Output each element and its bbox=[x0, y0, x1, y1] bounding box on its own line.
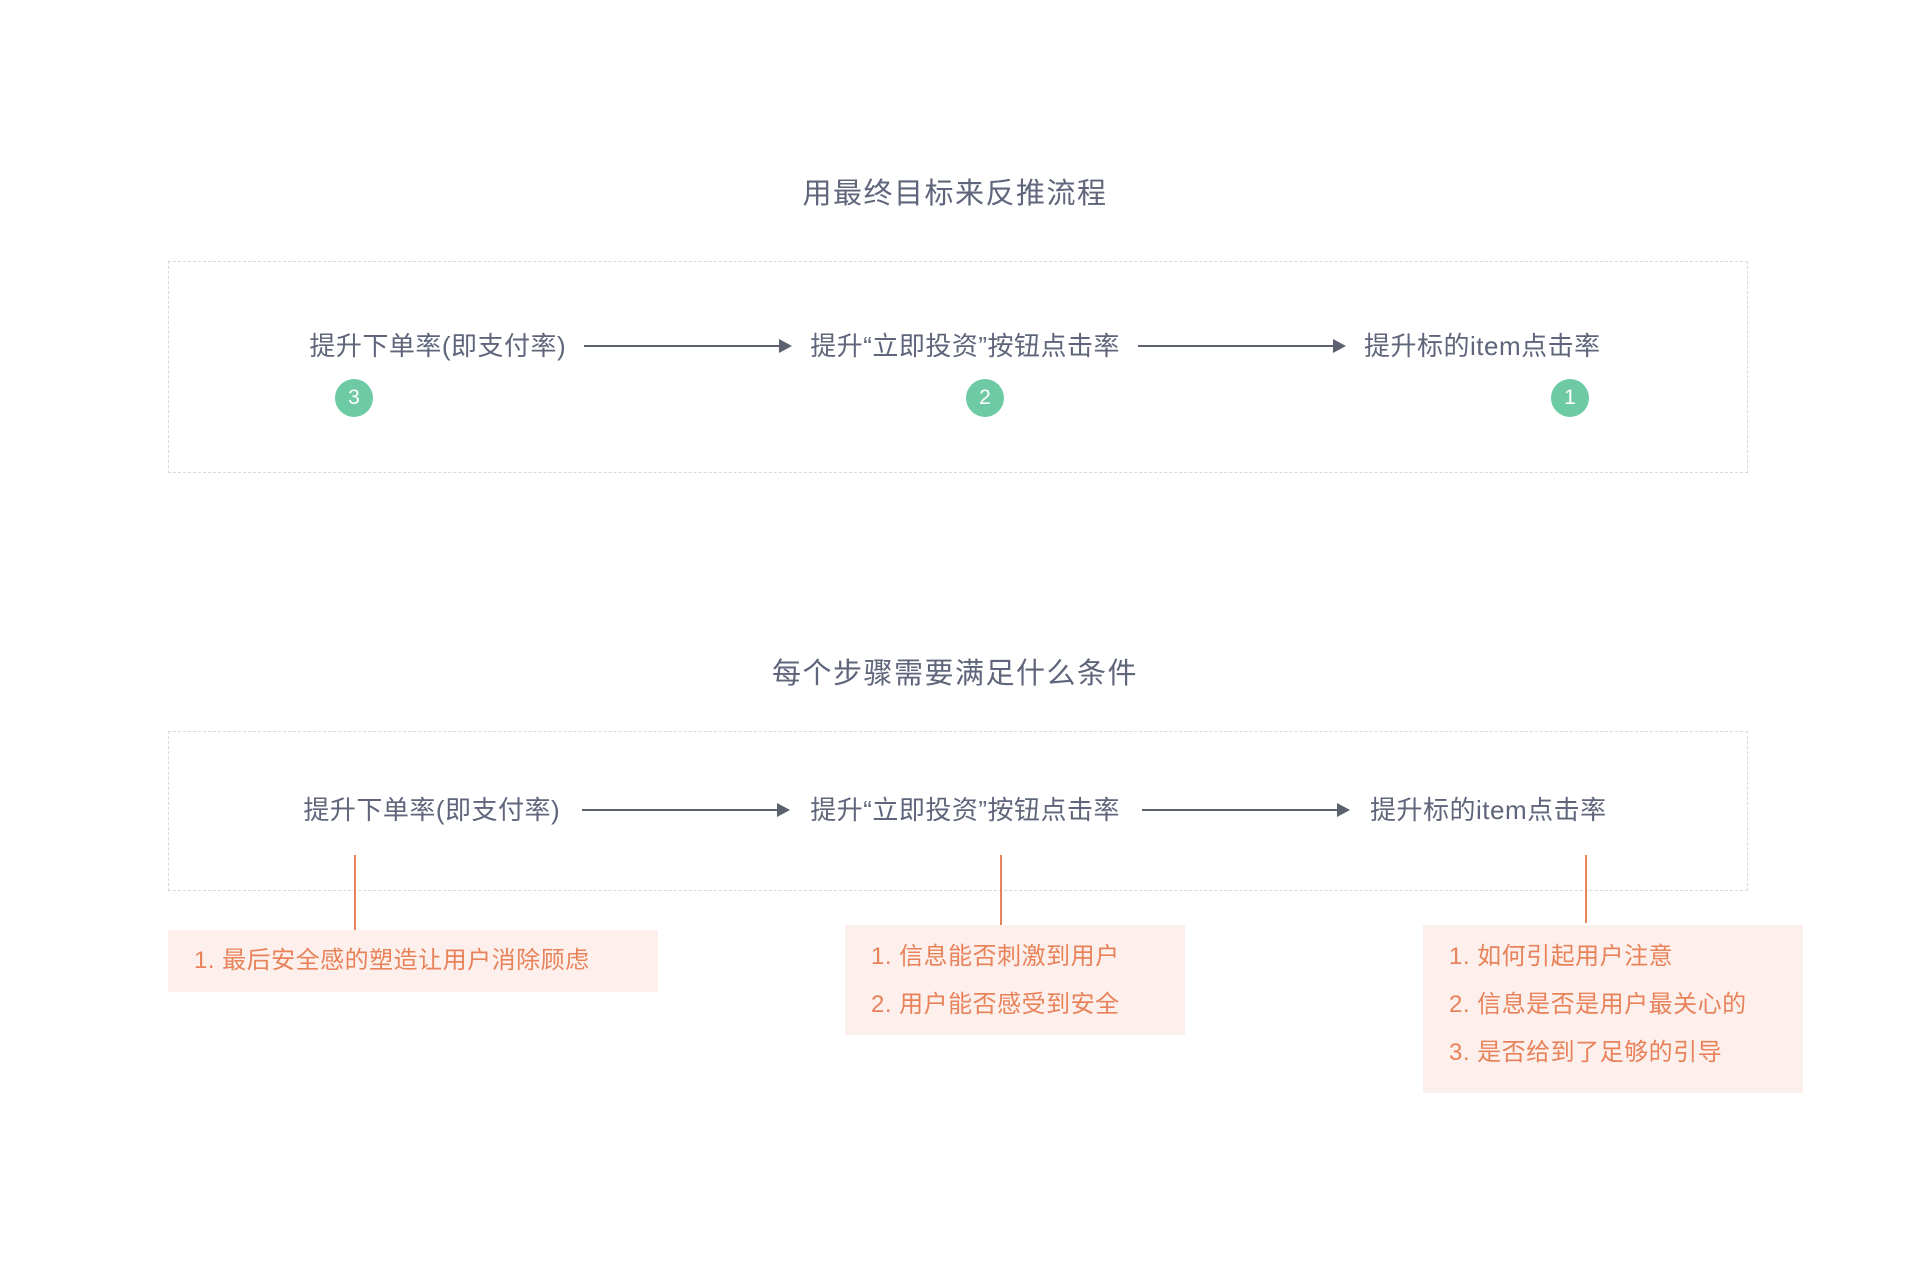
condition-item: 3. 是否给到了足够的引导 bbox=[1449, 1039, 1723, 1066]
condition-box-1: 1. 最后安全感的塑造让用户消除顾虑 bbox=[168, 930, 658, 992]
condition-box-3: 1. 如何引起用户注意 2. 信息是否是用户最关心的 3. 是否给到了足够的引导 bbox=[1423, 925, 1803, 1093]
flow-node-label-invest-button-2: 提升“立即投资”按钮点击率 bbox=[810, 795, 1121, 825]
condition-item: 1. 最后安全感的塑造让用户消除顾虑 bbox=[194, 947, 590, 974]
flow-node-label-item-click-2: 提升标的item点击率 bbox=[1370, 795, 1607, 825]
condition-item: 2. 信息是否是用户最关心的 bbox=[1449, 991, 1747, 1018]
section-title-step-conditions: 每个步骤需要满足什么条件 bbox=[771, 658, 1138, 690]
arrow-shaft bbox=[584, 345, 781, 347]
condition-item: 1. 信息能否刺激到用户 bbox=[871, 943, 1120, 970]
arrow-head bbox=[779, 339, 793, 353]
flow-node-label-item-click: 提升标的item点击率 bbox=[1364, 331, 1601, 361]
condition-item: 1. 如何引起用户注意 bbox=[1449, 943, 1674, 970]
section-title-goal-backtrack: 用最终目标来反推流程 bbox=[802, 178, 1108, 210]
connector-line-condition-1 bbox=[354, 855, 356, 930]
condition-box-2: 1. 信息能否刺激到用户 2. 用户能否感受到安全 bbox=[845, 925, 1185, 1035]
arrow-head bbox=[1337, 803, 1351, 817]
arrow-head bbox=[777, 803, 791, 817]
flow-container-secondary bbox=[168, 731, 1748, 891]
step-badge-1: 1 bbox=[1551, 379, 1589, 417]
arrow-right-icon bbox=[582, 800, 791, 820]
connector-line-condition-3 bbox=[1585, 855, 1587, 923]
arrow-shaft bbox=[582, 809, 779, 811]
arrow-right-icon bbox=[1142, 800, 1351, 820]
flow-container-primary bbox=[168, 261, 1748, 473]
arrow-shaft bbox=[1138, 345, 1335, 347]
arrow-head bbox=[1333, 339, 1347, 353]
flow-row-secondary: 提升下单率(即支付率) 提升“立即投资”按钮点击率 提升标的item点击率 bbox=[0, 790, 1910, 830]
flow-node-label-invest-button: 提升“立即投资”按钮点击率 bbox=[810, 331, 1121, 361]
step-badge-3: 3 bbox=[335, 379, 373, 417]
flow-node-label-payment-rate: 提升下单率(即支付率) bbox=[309, 331, 567, 361]
arrow-right-icon bbox=[1138, 336, 1347, 356]
connector-line-condition-2 bbox=[1000, 855, 1002, 925]
arrow-right-icon bbox=[584, 336, 793, 356]
flow-node-label-payment-rate-2: 提升下单率(即支付率) bbox=[303, 795, 561, 825]
step-badge-2: 2 bbox=[966, 379, 1004, 417]
arrow-shaft bbox=[1142, 809, 1339, 811]
flow-row-primary: 提升下单率(即支付率) 提升“立即投资”按钮点击率 提升标的item点击率 bbox=[0, 326, 1910, 366]
condition-item: 2. 用户能否感受到安全 bbox=[871, 991, 1120, 1018]
